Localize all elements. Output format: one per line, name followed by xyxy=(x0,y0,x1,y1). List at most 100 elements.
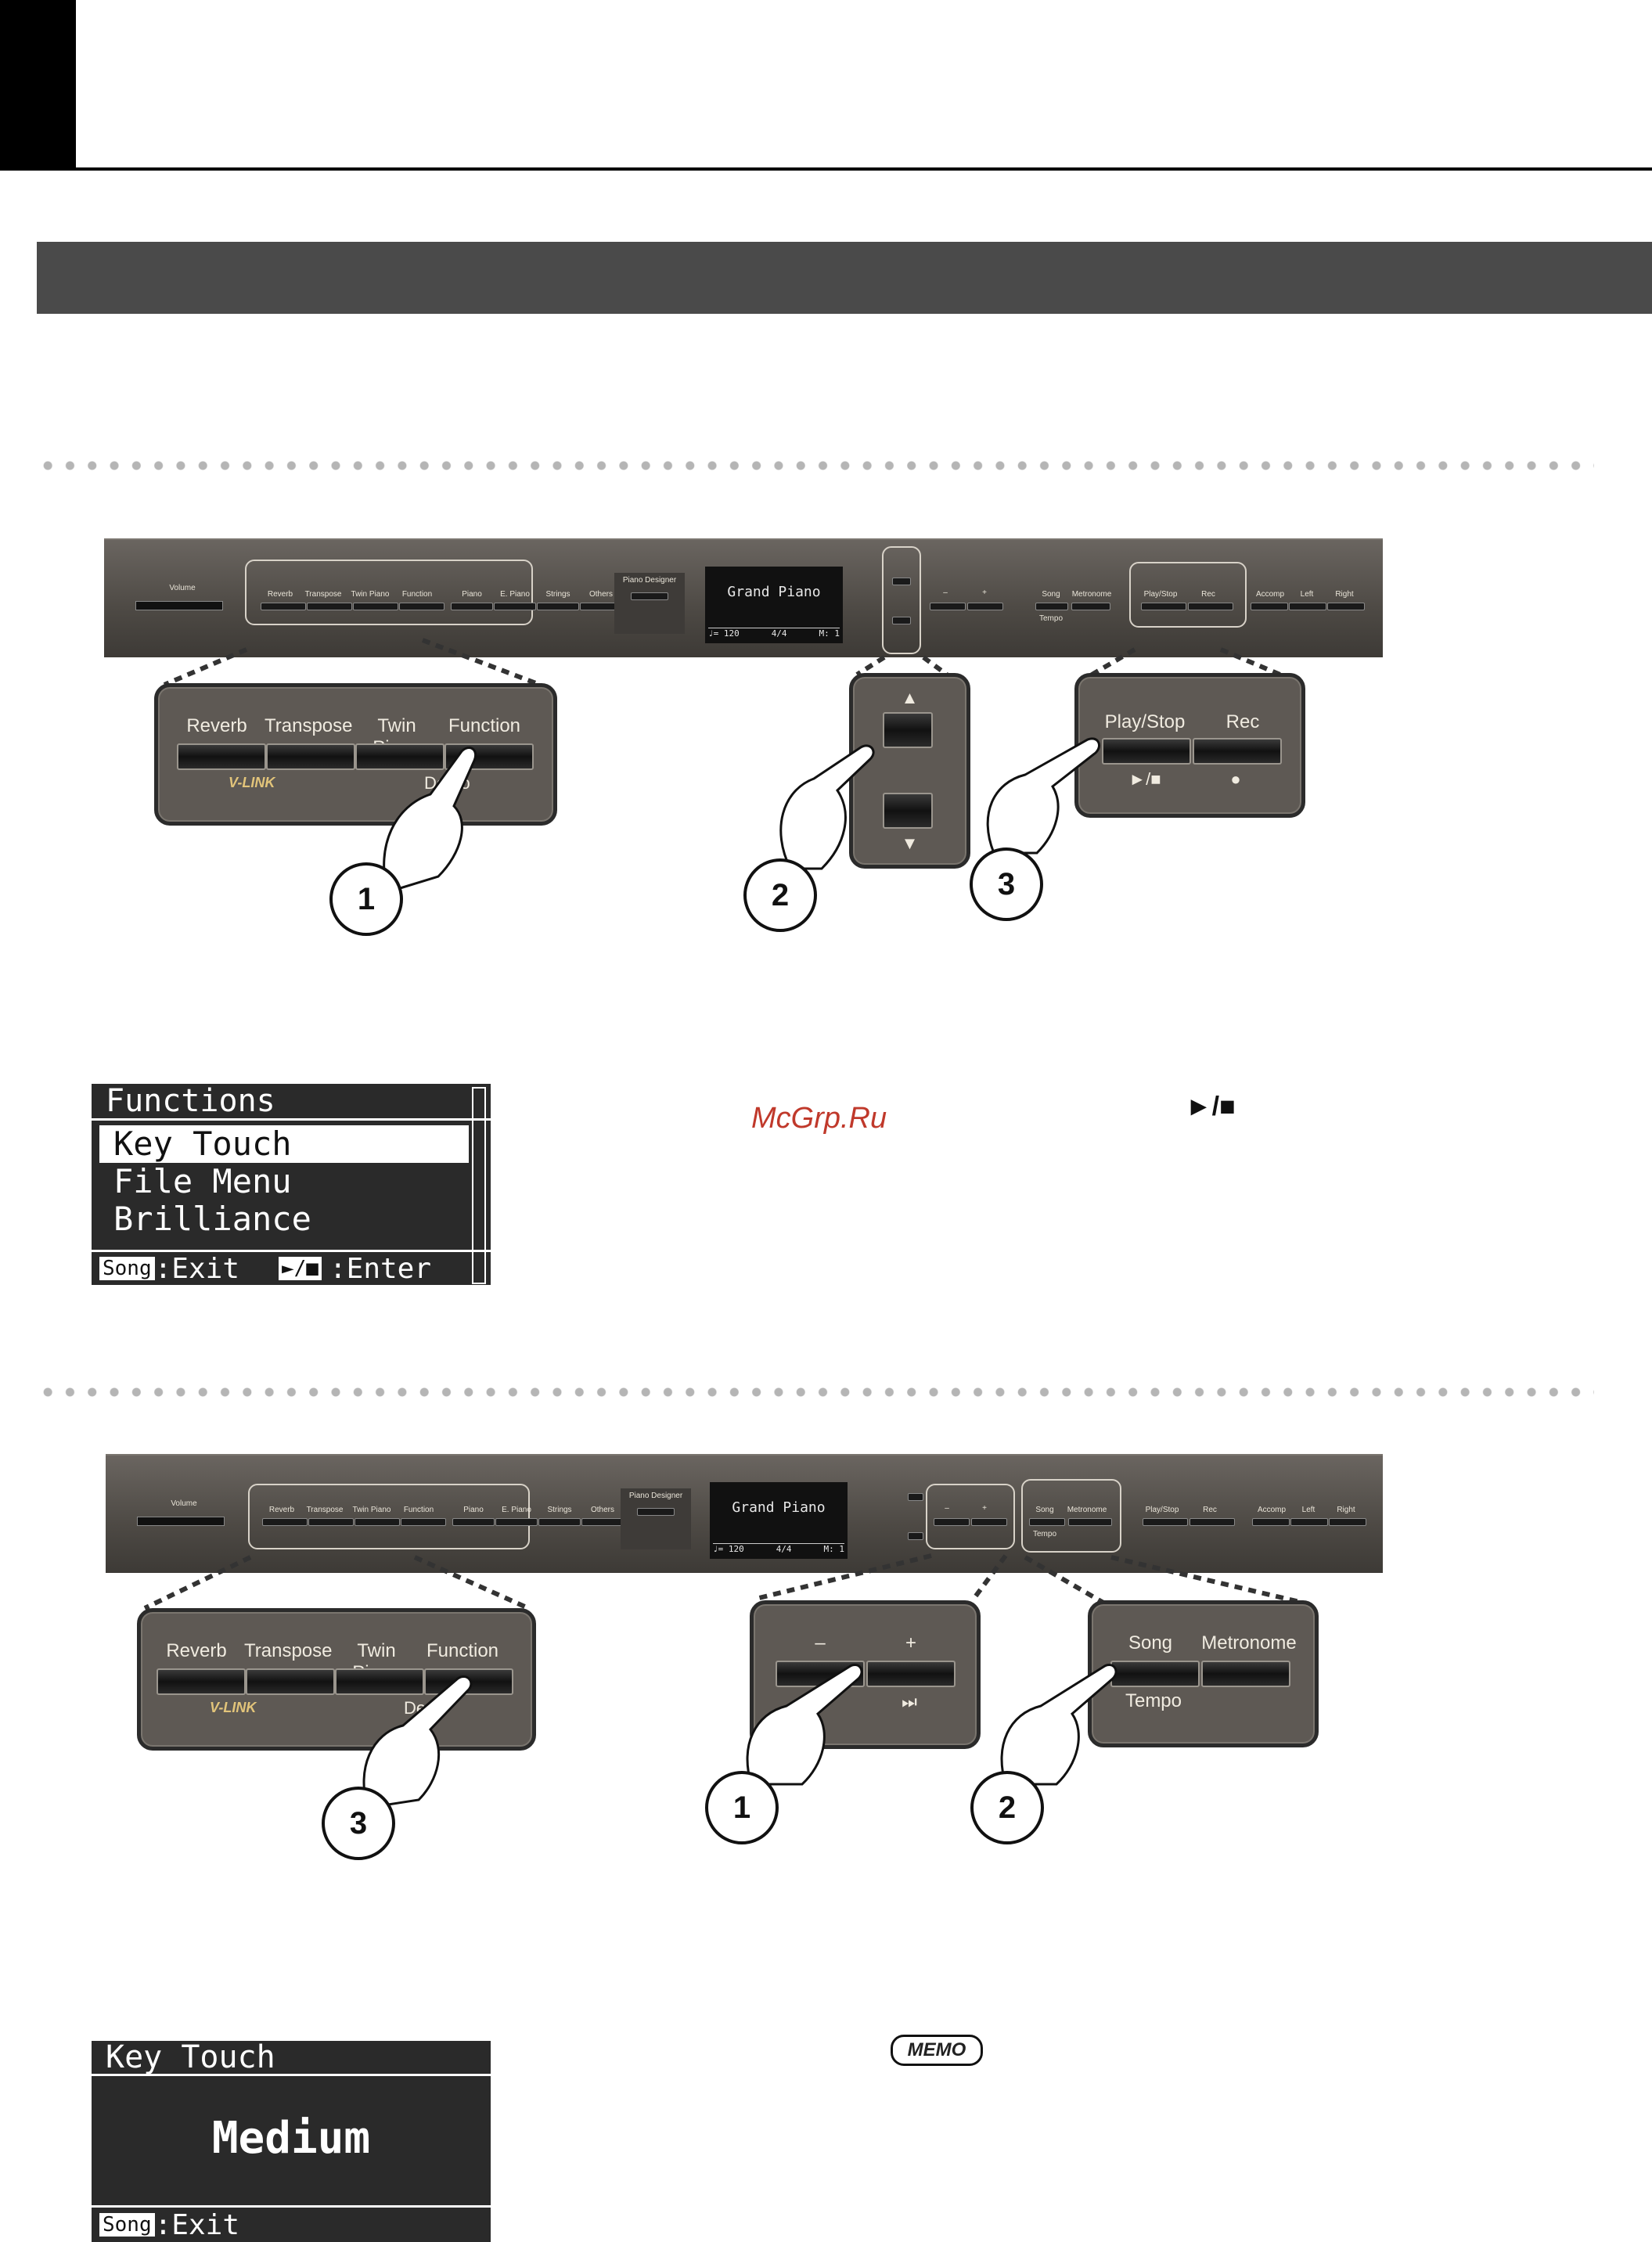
accomp-button-2[interactable] xyxy=(1252,1518,1290,1526)
transpose-button[interactable] xyxy=(307,603,352,610)
display-tempo-2: ♩= 120 xyxy=(713,1544,744,1554)
play-stop-button[interactable] xyxy=(1141,603,1186,610)
transpose-button-2[interactable] xyxy=(308,1518,354,1526)
song-label: Song xyxy=(1042,590,1060,599)
transpose-label-2: Transpose xyxy=(306,1506,344,1514)
e-piano-button[interactable] xyxy=(494,603,536,610)
piano-button[interactable] xyxy=(451,603,493,610)
strings-button[interactable] xyxy=(537,603,579,610)
play-stop-button-2[interactable] xyxy=(1143,1518,1188,1526)
piano-designer-button-2[interactable] xyxy=(637,1508,675,1516)
functions-screen: Functions Key Touch File Menu Brilliance… xyxy=(92,1084,491,1285)
zoom-reverb-button[interactable] xyxy=(177,743,266,770)
play-stop-icon: ►/■ xyxy=(1128,769,1161,789)
zoom-play-rec: Play/Stop Rec ►/■ ● xyxy=(1074,673,1305,818)
zoom2-transpose-button[interactable] xyxy=(246,1668,335,1695)
metronome-label: Metronome xyxy=(1071,590,1112,599)
zoom2-reverb-button[interactable] xyxy=(157,1668,246,1695)
play-stop-label-2: Play/Stop xyxy=(1145,1506,1179,1514)
song-button-2[interactable] xyxy=(1029,1518,1065,1526)
zoom-cursor-down-button[interactable] xyxy=(883,793,933,829)
plus-label-2: + xyxy=(982,1504,987,1513)
menu-item-file-menu[interactable]: File Menu xyxy=(113,1162,292,1200)
down-arrow-icon: ▼ xyxy=(901,833,919,853)
accomp-label-2: Accomp xyxy=(1257,1506,1287,1514)
volume-slider[interactable] xyxy=(135,601,223,610)
zoom-cursor-up-button[interactable] xyxy=(883,712,933,748)
strings-button-2[interactable] xyxy=(538,1518,581,1526)
left-button-2[interactable] xyxy=(1290,1518,1328,1526)
zoom2-twin-piano-button[interactable] xyxy=(335,1668,424,1695)
reverb-label-2: Reverb xyxy=(268,1506,295,1514)
function-button-2[interactable] xyxy=(401,1518,446,1526)
cursor-up-button[interactable] xyxy=(892,578,911,585)
zoom-function-label: Function xyxy=(448,715,521,736)
twin-piano-button[interactable] xyxy=(353,603,398,610)
cursor-down-button[interactable] xyxy=(892,617,911,624)
hand-icons-1 xyxy=(383,737,1100,894)
plus-button-2[interactable] xyxy=(971,1518,1007,1526)
zoom-transpose-label: Transpose xyxy=(265,715,353,736)
volume-slider-2[interactable] xyxy=(137,1517,225,1526)
metronome-button-2[interactable] xyxy=(1068,1518,1112,1526)
e-piano-label: E. Piano xyxy=(500,590,530,599)
step-circle-5: 2 xyxy=(970,1771,1044,1844)
menu-item-key-touch[interactable]: Key Touch xyxy=(99,1125,469,1163)
right-button-2[interactable] xyxy=(1329,1518,1366,1526)
vlink-logo: V-LINK xyxy=(229,775,275,790)
function-button[interactable] xyxy=(399,603,444,610)
minus-button[interactable] xyxy=(930,603,966,610)
menu-item-brilliance[interactable]: Brilliance xyxy=(113,1200,311,1238)
zoom2-reverb-label: Reverb xyxy=(166,1640,227,1661)
cursor-down-button-2[interactable] xyxy=(908,1532,923,1540)
right-button[interactable] xyxy=(1327,603,1365,610)
piano-designer-area: Piano Designer xyxy=(614,573,685,634)
song-label-2: Song xyxy=(1035,1506,1054,1514)
play-stop-symbol: ►/■ xyxy=(1186,1092,1236,1121)
right-label-2: Right xyxy=(1337,1506,1355,1514)
strings-label: Strings xyxy=(545,590,570,599)
zoom-song-label: Song xyxy=(1128,1632,1173,1654)
rec-label-2: Rec xyxy=(1203,1506,1217,1514)
reverb-button-2[interactable] xyxy=(262,1518,308,1526)
others-label: Others xyxy=(588,590,613,599)
step-circle-2: 2 xyxy=(743,858,817,932)
metronome-button[interactable] xyxy=(1071,603,1110,610)
twin-piano-button-2[interactable] xyxy=(355,1518,400,1526)
accomp-button[interactable] xyxy=(1251,603,1288,610)
piano-designer-button[interactable] xyxy=(631,592,668,600)
song-button[interactable] xyxy=(1035,603,1068,610)
zoom-twin-piano-button[interactable] xyxy=(355,743,444,770)
zoom-play-stop-button[interactable] xyxy=(1102,738,1191,765)
zoom-rec-button[interactable] xyxy=(1193,738,1282,765)
reverb-button[interactable] xyxy=(261,603,306,610)
display-beat: 4/4 xyxy=(771,628,787,639)
key-touch-value: Medium xyxy=(211,2113,371,2164)
hand-6-icon xyxy=(1000,1664,1118,1786)
highlight-group1 xyxy=(245,560,533,625)
panel-strip-1: Volume Reverb Transpose Twin Piano Funct… xyxy=(104,538,1383,657)
e-piano-button-2[interactable] xyxy=(495,1518,538,1526)
left-button[interactable] xyxy=(1289,603,1326,610)
header-rule xyxy=(76,167,1652,171)
plus-button[interactable] xyxy=(967,603,1003,610)
left-label-2: Left xyxy=(1301,1506,1315,1514)
scrollbar[interactable] xyxy=(472,1087,486,1284)
zoom-song-button[interactable] xyxy=(1110,1661,1200,1687)
dotted-separator-1 xyxy=(37,461,1594,470)
zoom-metronome-button[interactable] xyxy=(1201,1661,1290,1687)
rec-button[interactable] xyxy=(1188,603,1233,610)
piano-button-2[interactable] xyxy=(452,1518,495,1526)
e-piano-label-2: E. Piano xyxy=(502,1506,531,1514)
right-label: Right xyxy=(1335,590,1354,599)
zoom-transpose-button[interactable] xyxy=(266,743,355,770)
plus-label: + xyxy=(982,588,987,597)
cursor-up-button-2[interactable] xyxy=(908,1493,923,1501)
minus-button-2[interactable] xyxy=(934,1518,970,1526)
zoom-plus-button[interactable] xyxy=(866,1661,956,1687)
rec-button-2[interactable] xyxy=(1190,1518,1235,1526)
function-label-2: Function xyxy=(403,1506,434,1514)
left-label: Left xyxy=(1300,590,1314,599)
piano-designer-label: Piano Designer xyxy=(622,576,677,585)
hand-icons-2 xyxy=(362,1664,1118,1809)
